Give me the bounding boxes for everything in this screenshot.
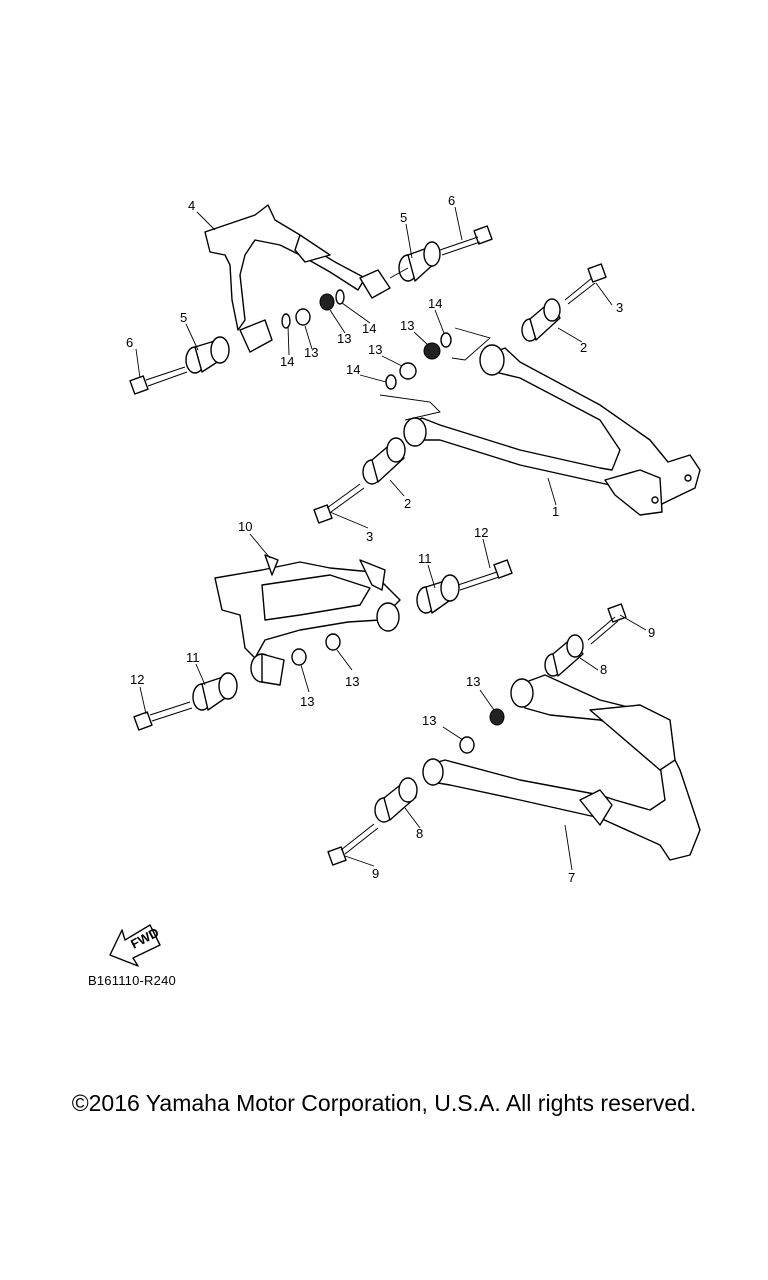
- bushing-8-left: [374, 777, 418, 823]
- callout-5-left: 5: [180, 310, 187, 325]
- callout-11-right: 11: [418, 551, 432, 566]
- bolt-6-upper-right: [439, 225, 493, 256]
- callout-14-b: 14: [362, 321, 376, 336]
- callout-5-right: 5: [400, 210, 407, 225]
- upper-arm-guard: [204, 204, 366, 331]
- callout-14-a: 14: [280, 354, 294, 369]
- bolt-9-right: [587, 603, 627, 645]
- callout-13-b: 13: [337, 331, 351, 346]
- nuts-lower-arm: [459, 708, 505, 754]
- bushing-5-right: [398, 241, 441, 282]
- callout-2-upper: 2: [580, 340, 587, 355]
- callout-14-c: 14: [428, 296, 442, 311]
- bolt-9-left: [327, 823, 379, 866]
- upper-a-arm: [407, 347, 701, 516]
- nuts-lower-guard: [291, 633, 341, 666]
- collar-left: [239, 319, 273, 353]
- callout-2-lower: 2: [404, 496, 411, 511]
- bolt-6-upper-left: [129, 366, 188, 395]
- callout-1: 1: [552, 504, 559, 519]
- nut-washer-group-upper: [281, 289, 452, 390]
- callout-12-left: 12: [130, 672, 144, 687]
- bushing-11-left: [192, 672, 238, 711]
- callout-4: 4: [188, 198, 195, 213]
- lower-arm-pivot: [422, 678, 534, 786]
- callout-11-left: 11: [186, 650, 200, 665]
- callout-13-a: 13: [304, 345, 318, 360]
- callout-13-e: 13: [300, 694, 314, 709]
- callout-9-left: 9: [372, 866, 379, 881]
- exploded-parts-diagram: FWD 4 5 6 5 6 14 13 13 14 3 2 14 13 13 1…: [109, 193, 701, 967]
- forward-direction-arrow: FWD: [109, 924, 161, 967]
- bolt-3-upper-right: [564, 263, 607, 305]
- callout-12-right: 12: [474, 525, 488, 540]
- callout-9-right: 9: [648, 625, 655, 640]
- copyright-notice: ©2016 Yamaha Motor Corporation, U.S.A. A…: [71, 1090, 697, 1116]
- callout-10: 10: [238, 519, 252, 534]
- bolt-3-lower-left: [313, 483, 365, 524]
- bushing-8-right: [544, 634, 584, 677]
- bushing-11-right: [416, 574, 460, 614]
- callout-13-d: 13: [368, 342, 382, 357]
- callout-8-right: 8: [600, 662, 607, 677]
- callout-6-left: 6: [126, 335, 133, 350]
- callout-3-upper: 3: [616, 300, 623, 315]
- callout-3-lower: 3: [366, 529, 373, 544]
- collar-right: [359, 267, 409, 299]
- bolt-12-left: [133, 701, 193, 731]
- alignment-guides-upper: [379, 327, 491, 421]
- callout-14-d: 14: [346, 362, 360, 377]
- bolt-12-right: [457, 559, 513, 591]
- lower-a-arm: [427, 674, 701, 861]
- bushing-2-lower-left: [362, 437, 406, 485]
- callout-6-right: 6: [448, 193, 455, 208]
- lower-guard-bushings: [250, 602, 400, 686]
- diagram-code: B161110-R240: [88, 973, 176, 988]
- lower-arm-guard: [214, 554, 401, 659]
- callout-13-f: 13: [345, 674, 359, 689]
- bushing-2-upper-right: [521, 298, 561, 342]
- callout-8-left: 8: [416, 826, 423, 841]
- callout-13-g: 13: [466, 674, 480, 689]
- callout-numbers: 4 5 6 5 6 14 13 13 14 3 2 14 13 13 14 2 …: [126, 193, 655, 885]
- callout-13-c: 13: [400, 318, 414, 333]
- leader-lines: [135, 206, 647, 871]
- bushing-5-left: [185, 336, 230, 374]
- callout-13-h: 13: [422, 713, 436, 728]
- callout-7: 7: [568, 870, 575, 885]
